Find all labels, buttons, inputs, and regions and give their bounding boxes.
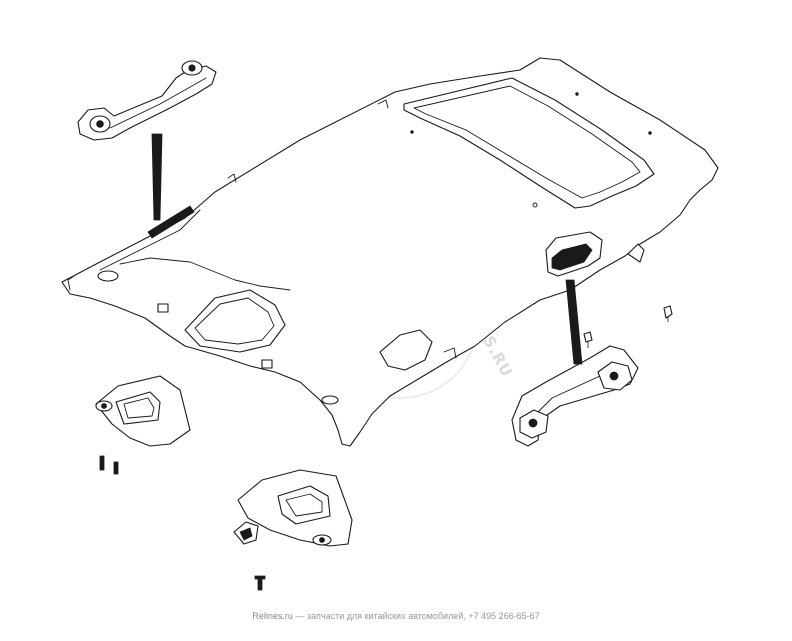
footer-text: — запчасти для китайских автомобилей, +7… [295,611,540,621]
roof-headliner [61,57,719,447]
footer-site[interactable]: Relines.ru [252,611,293,621]
grab-handle-left [77,60,217,221]
footer: Relines.ru — запчасти для китайских авто… [0,611,792,621]
sun-visor-left [95,375,191,475]
sun-visor-right [233,469,353,591]
grab-handle-right [511,279,673,447]
